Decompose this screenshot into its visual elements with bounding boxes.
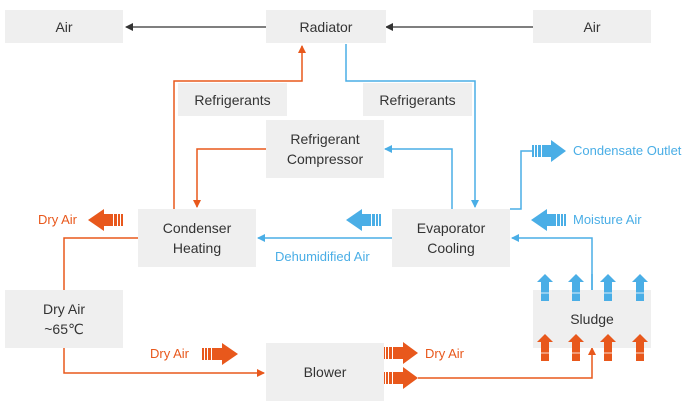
compressor-node: Refrigerant Compressor bbox=[266, 120, 384, 178]
evaporator-label-line1: Evaporator bbox=[416, 220, 486, 236]
dry-air-out-label: Dry Air bbox=[38, 212, 77, 227]
refrigerants-right-node: Refrigerants bbox=[363, 83, 472, 116]
dehumidified-air-arrow-icon bbox=[346, 209, 381, 231]
condenser-label-line1: Condenser bbox=[162, 220, 232, 236]
compressor-label-line1: Refrigerant bbox=[290, 131, 360, 147]
radiator-to-evaporator-line bbox=[345, 44, 479, 208]
sludge-up-arrow-cold-icon bbox=[632, 274, 648, 301]
dry-air-temp-label-line1: Dry Air bbox=[43, 301, 85, 317]
moisture-air-arrow-icon bbox=[531, 209, 566, 231]
radiator-label: Radiator bbox=[299, 18, 353, 35]
blower-out-arrow-lower-icon bbox=[383, 367, 418, 389]
blower-to-sludge-line bbox=[418, 347, 596, 379]
dry-air-temp-label-line2: ~65℃ bbox=[44, 321, 84, 337]
radiator-node: Radiator bbox=[266, 10, 386, 43]
evaporator-to-condensate-line bbox=[510, 150, 532, 210]
dry-air-to-blower-arrow-icon bbox=[202, 343, 238, 365]
air-left-label: Air bbox=[55, 18, 73, 35]
compressor-to-condenser-line bbox=[193, 148, 266, 208]
condenser-label-line2: Heating bbox=[172, 240, 222, 256]
evaporator-label-line2: Cooling bbox=[427, 240, 475, 256]
sludge-up-arrow-hot-icon bbox=[632, 334, 648, 361]
condenser-to-radiator-line bbox=[173, 45, 306, 209]
compressor-label-line2: Compressor bbox=[286, 151, 364, 167]
sludge-up-arrow-hot-icon bbox=[600, 334, 616, 361]
blower-out-arrow-upper-icon bbox=[383, 342, 418, 364]
sludge-to-evaporator-line bbox=[511, 234, 593, 290]
condenser-node: Condenser Heating bbox=[138, 209, 256, 267]
evaporator-node: Evaporator Cooling bbox=[392, 209, 510, 267]
dry-air-to-blower-label: Dry Air bbox=[150, 346, 189, 361]
evaporator-to-compressor-line bbox=[384, 145, 453, 209]
air-left-node: Air bbox=[5, 10, 123, 43]
blower-node: Blower bbox=[266, 343, 384, 401]
condensate-outlet-label: Condensate Outlet bbox=[573, 143, 682, 158]
air-right-label: Air bbox=[583, 18, 601, 35]
condenser-to-dryair-line bbox=[63, 237, 138, 290]
sludge-up-arrow-hot-icon bbox=[568, 334, 584, 361]
sludge-up-arrow-hot-icon bbox=[537, 334, 553, 361]
condensate-outlet-arrow-icon bbox=[532, 140, 566, 162]
dry-air-out-arrow-icon bbox=[88, 209, 123, 231]
dehumidified-air-label: Dehumidified Air bbox=[275, 249, 370, 264]
moisture-air-label: Moisture Air bbox=[573, 212, 642, 227]
dry-air-temp-node: Dry Air ~65℃ bbox=[5, 290, 123, 348]
blower-label: Blower bbox=[303, 364, 347, 380]
sludge-up-arrow-cold-icon bbox=[600, 274, 616, 301]
refrigerants-right-label: Refrigerants bbox=[379, 91, 456, 108]
dryair-to-blower-line bbox=[63, 348, 265, 377]
sludge-node: Sludge bbox=[533, 290, 651, 348]
sludge-label: Sludge bbox=[570, 311, 614, 327]
air-right-node: Air bbox=[533, 10, 651, 43]
refrigerants-left-label: Refrigerants bbox=[194, 91, 271, 108]
dry-air-from-blower-label: Dry Air bbox=[425, 346, 464, 361]
sludge-up-arrow-cold-icon bbox=[537, 274, 553, 301]
sludge-up-arrow-cold-icon bbox=[568, 274, 584, 301]
refrigerants-left-node: Refrigerants bbox=[178, 83, 287, 116]
